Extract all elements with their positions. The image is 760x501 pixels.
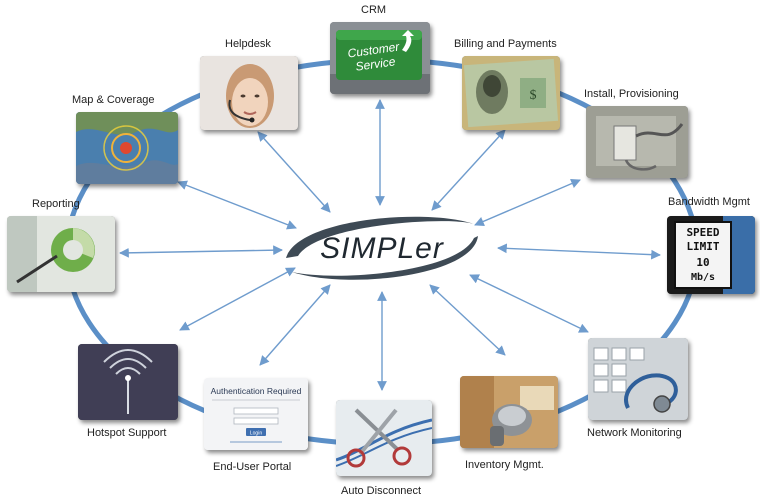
label-billing: Billing and Payments [454,38,557,50]
label-map: Map & Coverage [72,94,155,106]
install-image [586,106,688,178]
svg-text:Mb/s: Mb/s [691,272,715,283]
svg-text:10: 10 [696,256,709,269]
arrow-helpdesk [257,131,331,213]
label-disconnect: Auto Disconnect [341,485,422,497]
coverage-map-icon [76,112,178,184]
label-install: Install, Provisioning [584,88,679,100]
svg-text:Authentication Required: Authentication Required [211,386,302,396]
map-image [76,112,178,184]
label-helpdesk: Helpdesk [225,38,271,50]
arrow-portal [259,284,331,366]
bandwidth-image: SPEED LIMIT 10 Mb/s [667,216,755,294]
svg-text:SPEED: SPEED [686,226,719,239]
logo-text: SIMPLer [320,232,444,265]
speed-limit-sign-icon: SPEED LIMIT 10 Mb/s [667,216,755,294]
dollar-bills-icon: $ [462,56,560,130]
scissors-cable-icon [336,400,432,476]
arrow-install [474,178,581,227]
arrow-inventory [429,284,506,356]
label-bandwidth: Bandwidth Mgmt [668,196,750,208]
customer-service-key-icon: Customer Service [330,22,430,94]
billing-image: $ [462,56,560,130]
installation-cable-icon [586,106,688,178]
inventory-image [460,376,558,448]
svg-text:Service: Service [355,54,397,73]
reporting-image [7,216,115,292]
network-image [588,338,688,420]
crm-image: Customer Service [330,22,430,94]
label-portal: End-User Portal [213,461,292,473]
svg-text:$: $ [530,88,537,103]
label-crm: CRM [361,4,387,16]
simpler-logo: SIMPLer [278,206,488,290]
label-reporting: Reporting [32,198,80,210]
svg-text:LIMIT: LIMIT [686,240,719,253]
svg-text:Login: Login [250,431,262,437]
disconnect-image [336,400,432,476]
arrow-map [177,180,297,230]
headset-agent-icon [200,56,298,130]
arrow-billing [431,129,506,211]
stethoscope-keyboard-icon [588,338,688,420]
portal-image: Authentication Required Login [204,378,308,450]
arrow-hotspot [179,267,296,331]
wireless-router-icon [78,344,178,420]
hotspot-image [78,344,178,420]
label-hotspot: Hotspot Support [87,427,167,439]
label-inventory: Inventory Mgmt. [465,459,544,471]
barcode-scanner-icon [460,376,558,448]
helpdesk-image [200,56,298,130]
arrow-bandwidth [497,243,661,260]
login-screen-icon: Authentication Required Login [204,378,308,450]
label-network: Network Monitoring [587,427,682,439]
pie-chart-report-icon [7,216,115,292]
arrow-reporting [119,245,283,258]
